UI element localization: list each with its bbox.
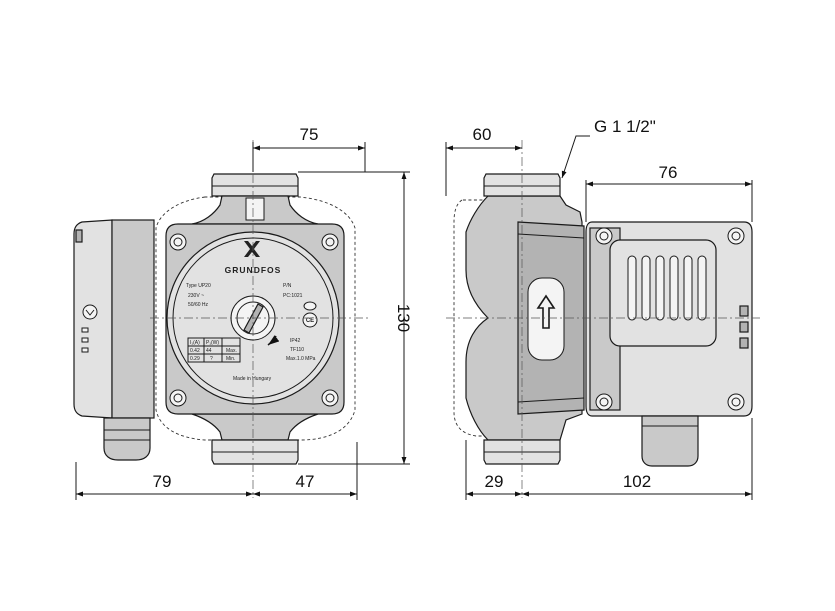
approval-mark-icon [303,301,317,311]
side-view [446,140,760,498]
front-cable-gland [103,417,151,461]
front-terminal-box [73,219,113,419]
terminal-box-clip [75,229,83,243]
side-clip-1 [739,305,749,317]
front-top-lug [245,197,265,221]
nameplate-voltage: 230V ~ [188,293,204,299]
side-clip-3 [739,337,749,349]
table-min-current: 0.29 [190,356,200,362]
nameplate-ce: CE [306,318,314,324]
grundfos-logo-icon [244,241,260,257]
nameplate-pressure: Max.1.0 MPa [286,356,316,362]
nameplate-brand: GRUNDFOS [225,265,282,275]
dim-front-left-width: 79 [153,472,172,491]
flow-direction-badge [527,277,565,361]
rotation-arrow-icon [267,335,280,346]
dim-side-top-width: 60 [473,125,492,144]
front-screw-bottom-right [321,389,339,407]
table-col-current: I₁(A) [190,340,200,346]
ce-badge-icon [302,312,318,328]
nameplate-table: I₁(A) P₁(W) 0.42 44 Max. 0.29 ? Min. [187,337,241,363]
dim-front-right-width: 47 [296,472,315,491]
nameplate-pn: P/N [283,283,292,289]
front-housing-outline [155,196,356,441]
nameplate-pc: PC:1021 [283,293,303,299]
dim-thread-size: G 1 1/2" [594,117,656,136]
side-screw-bottom-right [727,393,745,411]
side-screw-top-left [595,227,613,245]
dimension-lines: 75 130 79 47 60 G 1 1/2" 76 29 102 [75,117,753,500]
terminal-box-badge-icon [82,304,98,320]
table-col-power: P₁(W) [206,340,219,346]
side-screw-bottom-left [595,393,613,411]
dim-front-height: 130 [394,304,413,332]
front-screw-bottom-left [169,389,187,407]
front-view: GRUNDFOS Type UP20 230V ~ 50/60 Hz P/N P… [73,140,370,498]
front-top-pipe [211,173,299,197]
front-screw-top-left [169,233,187,251]
table-min-label: Min. [226,356,235,362]
dim-front-top-width: 75 [300,125,319,144]
side-top-pipe [483,173,561,197]
table-max-label: Max. [226,348,237,354]
led-indicator-1 [81,327,89,333]
nameplate-temp: TF110 [290,347,304,353]
front-screw-top-right [321,233,339,251]
nameplate-made-in: Made in Hungary [233,376,272,382]
flow-arrow-up-icon [536,294,556,329]
table-min-power: ? [210,356,213,362]
dim-side-right-width: 102 [623,472,651,491]
nameplate-ip: IP42 [290,338,301,344]
table-max-current: 0.42 [190,348,200,354]
nameplate-frequency: 50/60 Hz [188,302,209,308]
table-max-power: 44 [206,348,212,354]
led-indicator-2 [81,337,89,343]
nameplate-type: Type UP20 [186,283,211,289]
side-cable-gland [641,415,699,467]
front-bottom-neck [191,413,319,441]
dim-side-box-width: 76 [659,163,678,182]
led-indicator-3 [81,347,89,353]
side-screw-top-right [727,227,745,245]
lid-grille [627,255,707,321]
dim-side-left-width: 29 [485,472,504,491]
front-terminal-box-side [111,219,155,419]
side-housing-outline [453,199,501,437]
side-clip-2 [739,321,749,333]
